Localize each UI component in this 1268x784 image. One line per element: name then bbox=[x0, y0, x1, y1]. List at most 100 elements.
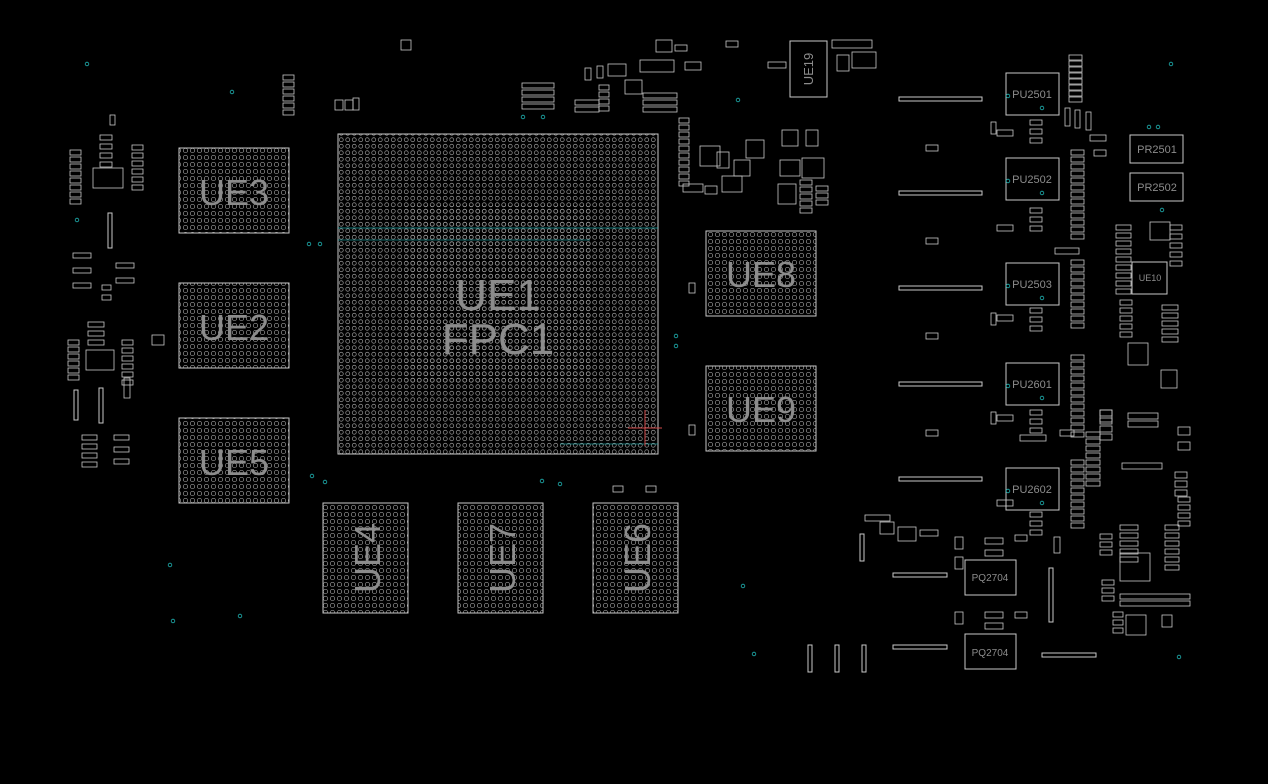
passive-part bbox=[1029, 207, 1043, 214]
passive-part bbox=[1127, 412, 1159, 420]
passive-part bbox=[1070, 156, 1085, 163]
passive-part bbox=[799, 200, 813, 207]
passive-part bbox=[81, 452, 98, 459]
component-ue1[interactable]: UE1 FPC1 bbox=[337, 133, 662, 455]
passive-part bbox=[1070, 466, 1085, 473]
passive-part bbox=[1161, 312, 1179, 319]
passive-part bbox=[1070, 522, 1085, 529]
passive-part bbox=[1029, 137, 1043, 144]
component-ue4[interactable]: UE4 bbox=[322, 502, 409, 614]
passive-part bbox=[1115, 280, 1132, 287]
passive-part bbox=[1070, 170, 1085, 177]
passive-part bbox=[1101, 587, 1115, 594]
passive-part bbox=[688, 424, 696, 436]
passive-part bbox=[678, 145, 690, 152]
ue4-label: UE4 bbox=[347, 523, 388, 593]
ue9-label: UE9 bbox=[726, 389, 796, 430]
passive-part bbox=[1121, 462, 1163, 470]
passive-part bbox=[1029, 316, 1043, 323]
passive-part bbox=[131, 184, 144, 191]
component-ue2[interactable]: UE2 bbox=[178, 282, 290, 369]
via bbox=[1039, 295, 1045, 301]
passive-part bbox=[725, 40, 739, 48]
passive-part bbox=[688, 282, 696, 294]
component-pq2704-top[interactable]: PQ2704 bbox=[964, 559, 1017, 596]
passive-part bbox=[815, 185, 829, 192]
passive-part bbox=[121, 379, 134, 386]
ue6-label: UE6 bbox=[617, 523, 658, 593]
component-pu2502[interactable]: PU2502 bbox=[1005, 157, 1060, 201]
passive-part bbox=[1174, 471, 1188, 479]
passive-part bbox=[121, 339, 134, 346]
passive-part bbox=[1085, 459, 1101, 466]
passive-part bbox=[799, 207, 813, 214]
passive-part bbox=[99, 152, 113, 159]
component-ue6[interactable]: UE6 bbox=[592, 502, 679, 614]
passive-part bbox=[1070, 198, 1085, 205]
passive-part bbox=[1161, 336, 1179, 343]
passive-part bbox=[1119, 323, 1133, 330]
passive-part bbox=[1070, 354, 1085, 361]
passive-part bbox=[684, 61, 702, 71]
passive-part bbox=[1029, 216, 1043, 223]
component-pr2501[interactable]: PR2501 bbox=[1129, 134, 1184, 164]
passive-part bbox=[67, 367, 80, 374]
via bbox=[751, 651, 757, 657]
component-ue7[interactable]: UE7 bbox=[457, 502, 544, 614]
passive-part bbox=[282, 95, 295, 102]
passive-part bbox=[1112, 619, 1124, 626]
component-pr2502[interactable]: PR2502 bbox=[1129, 172, 1184, 202]
passive-part bbox=[996, 499, 1014, 507]
passive-part bbox=[836, 54, 850, 72]
component-ue10[interactable]: UE10 bbox=[1131, 261, 1168, 295]
passive-part bbox=[121, 347, 134, 354]
pq2704-bottom-label: PQ2704 bbox=[972, 648, 1009, 659]
passive-part bbox=[282, 109, 295, 116]
passive-part bbox=[1099, 541, 1113, 548]
passive-part bbox=[1070, 473, 1085, 480]
connector-pads bbox=[73, 96, 1097, 673]
component-pu2501[interactable]: PU2501 bbox=[1005, 72, 1060, 116]
passive-part bbox=[1070, 494, 1085, 501]
passive-part bbox=[1093, 149, 1107, 157]
passive-part bbox=[1164, 524, 1180, 531]
passive-part bbox=[1070, 212, 1085, 219]
passive-part bbox=[645, 485, 657, 493]
passive-part bbox=[1029, 529, 1043, 536]
passive-part bbox=[925, 332, 939, 340]
passive-part bbox=[642, 106, 678, 113]
passive-part bbox=[334, 99, 344, 111]
passive-part bbox=[1070, 184, 1085, 191]
passive-part bbox=[1068, 78, 1083, 85]
passive-part bbox=[87, 330, 105, 337]
component-ue5[interactable]: UE5 bbox=[178, 417, 290, 504]
component-ue9[interactable]: UE9 bbox=[705, 365, 817, 452]
passive-part bbox=[745, 139, 765, 159]
passive-part bbox=[1070, 501, 1085, 508]
component-ue19[interactable]: UE19 bbox=[789, 40, 828, 98]
component-pu2503[interactable]: PU2503 bbox=[1005, 262, 1060, 306]
component-pu2601[interactable]: PU2601 bbox=[1005, 362, 1060, 406]
passive-part bbox=[1085, 473, 1101, 480]
passive-part bbox=[1119, 307, 1133, 314]
passive-part bbox=[1064, 107, 1071, 127]
passive-part bbox=[1127, 420, 1159, 428]
passive-part bbox=[1115, 232, 1132, 239]
passive-part bbox=[67, 374, 80, 381]
component-ue8[interactable]: UE8 bbox=[705, 230, 817, 317]
passive-part bbox=[1029, 511, 1043, 518]
passive-part bbox=[1164, 556, 1180, 563]
passive-part bbox=[1169, 251, 1183, 258]
passive-part bbox=[81, 461, 98, 468]
via bbox=[309, 473, 315, 479]
component-ue3[interactable]: UE3 bbox=[178, 147, 290, 234]
passive-part bbox=[1059, 429, 1075, 437]
passive-part bbox=[1029, 128, 1043, 135]
pr2502-label: PR2502 bbox=[1137, 182, 1177, 194]
passive-part bbox=[1174, 480, 1188, 488]
ue2-label: UE2 bbox=[199, 307, 269, 348]
component-pq2704-bottom[interactable]: PQ2704 bbox=[964, 633, 1017, 670]
component-pu2602[interactable]: PU2602 bbox=[1005, 467, 1060, 511]
passive-part bbox=[1085, 466, 1101, 473]
